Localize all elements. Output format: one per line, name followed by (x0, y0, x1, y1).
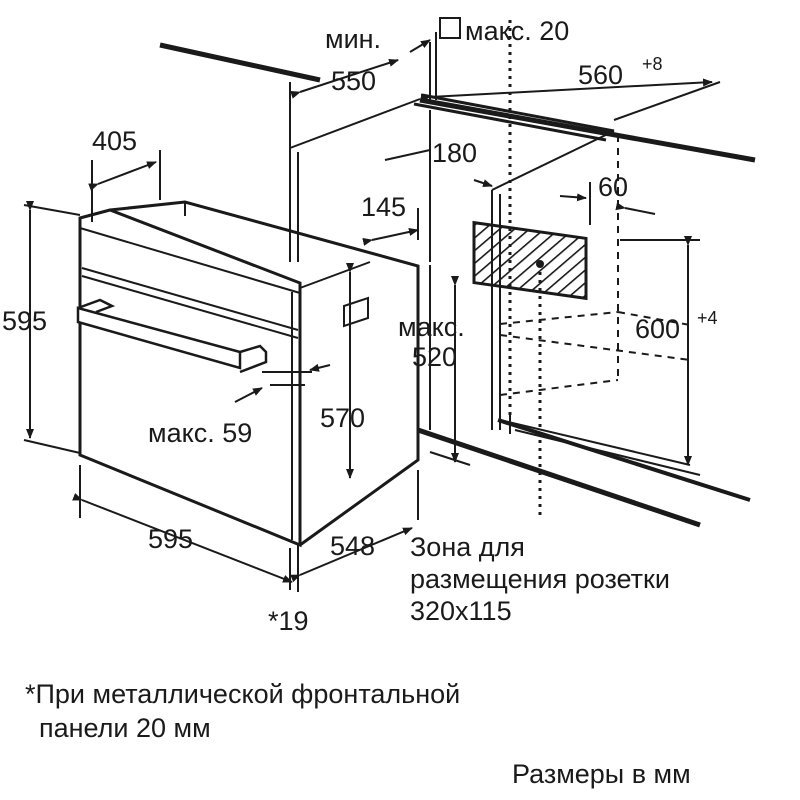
dim-570: 570 (320, 403, 365, 433)
dim-548: 548 (330, 531, 375, 561)
socket-zone-line2: размещения розетки (410, 564, 670, 594)
dim-560: 560 (578, 60, 623, 90)
dim-60: 60 (598, 172, 628, 202)
dim-max20: макс. 20 (465, 16, 569, 46)
label-min: мин. (325, 24, 381, 54)
dim-star19: *19 (268, 606, 309, 636)
units-note: Размеры в мм (512, 759, 691, 789)
dim-180: 180 (432, 138, 477, 168)
cabinet-niche (159, 20, 756, 528)
dim-520: 520 (412, 342, 457, 372)
footnote: *При металлической фронтальной панели 20… (25, 677, 460, 745)
dim-600-tolerance: +4 (697, 308, 718, 328)
footnote-line2: панели 20 мм (39, 713, 211, 743)
dim-550: 550 (331, 66, 376, 96)
socket-zone-hatch (472, 220, 588, 301)
socket-zone-label: Зона для размещения розетки 320x115 (410, 531, 670, 627)
dim-595-height: 595 (2, 306, 47, 336)
dim-600: 600 (635, 314, 680, 344)
socket-zone-line1: Зона для (410, 532, 525, 562)
label-max-520: макс. (398, 312, 465, 342)
dim-405: 405 (92, 126, 137, 156)
socket-zone-line3: 320x115 (410, 596, 512, 626)
oven-handle (76, 298, 268, 374)
dim-560-tolerance: +8 (642, 54, 663, 74)
dim-595-width: 595 (148, 524, 193, 554)
dim-145: 145 (361, 192, 406, 222)
footnote-line1: *При металлической фронтальной (25, 679, 461, 709)
dim-max59: макс. 59 (148, 418, 252, 448)
oven-body (76, 200, 420, 548)
square-symbol-icon (439, 17, 461, 39)
